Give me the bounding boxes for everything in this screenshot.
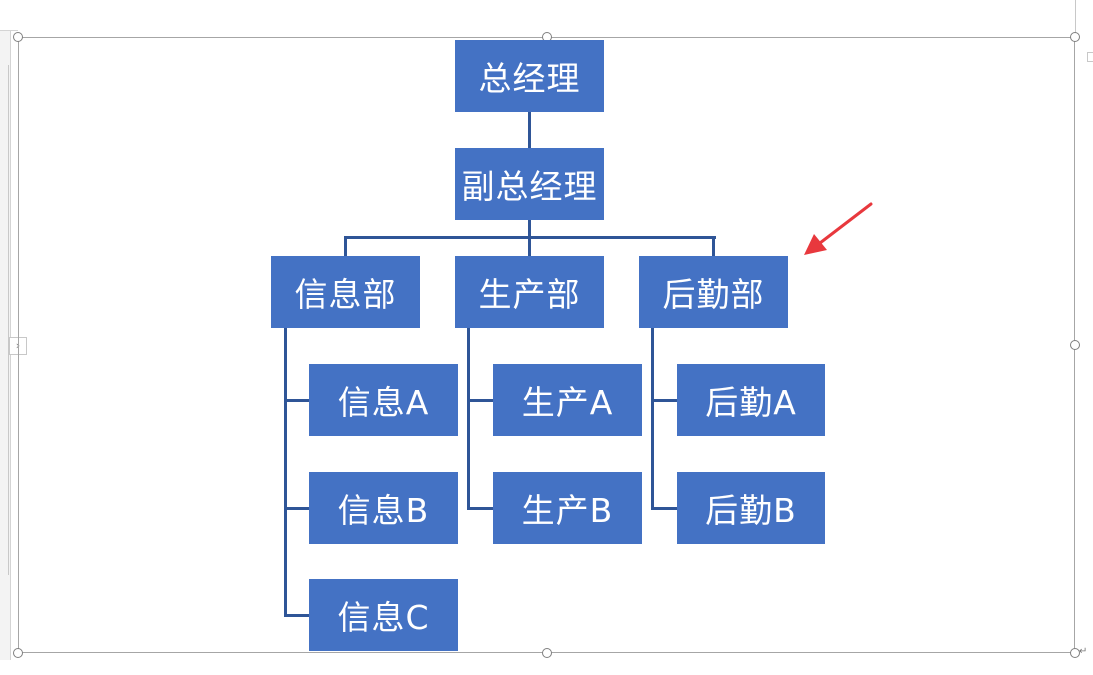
connector-dept2-vertical — [467, 328, 470, 510]
resize-handle-bottom-left[interactable] — [13, 648, 23, 658]
layout-options-icon[interactable] — [1087, 52, 1093, 62]
connector-dept2-member1 — [467, 399, 493, 402]
connector-dept2-member2 — [467, 507, 493, 510]
connector-dept1-member1 — [284, 399, 309, 402]
node-department-production[interactable]: 生产部 — [455, 256, 604, 328]
resize-handle-top-right[interactable] — [1070, 32, 1080, 42]
connector-dept1-member2 — [284, 507, 309, 510]
page-edge-top — [0, 30, 18, 31]
pane-divider — [8, 65, 9, 575]
paragraph-mark: ↵ — [1079, 646, 1088, 657]
connector-dept1-vertical — [284, 328, 287, 617]
node-member-info-c[interactable]: 信息C — [309, 579, 458, 651]
smartart-frame[interactable] — [18, 37, 1075, 653]
node-general-manager[interactable]: 总经理 — [455, 40, 604, 112]
node-deputy-general-manager[interactable]: 副总经理 — [455, 148, 604, 220]
resize-handle-top-left[interactable] — [13, 32, 23, 42]
page-margin-line — [1075, 0, 1076, 40]
node-member-info-a[interactable]: 信息A — [309, 364, 458, 436]
resize-handle-right[interactable] — [1070, 340, 1080, 350]
node-member-production-a[interactable]: 生产A — [493, 364, 642, 436]
node-department-logistics[interactable]: 后勤部 — [639, 256, 788, 328]
resize-handle-bottom-right[interactable] — [1070, 648, 1080, 658]
connector-dept1-member3 — [284, 614, 309, 617]
connector-top-to-deputy — [528, 112, 531, 148]
node-member-info-b[interactable]: 信息B — [309, 472, 458, 544]
annotation-arrow-icon — [804, 202, 873, 255]
node-member-production-b[interactable]: 生产B — [493, 472, 642, 544]
node-department-info[interactable]: 信息部 — [271, 256, 420, 328]
connector-dept2-drop — [528, 236, 531, 256]
connector-deputy-down — [528, 220, 531, 238]
connector-dept3-vertical — [651, 328, 654, 510]
connector-dept3-drop — [712, 236, 715, 256]
connector-dept3-member1 — [651, 399, 677, 402]
resize-handle-bottom[interactable] — [542, 648, 552, 658]
connector-dept3-member2 — [651, 507, 677, 510]
node-member-logistics-a[interactable]: 后勤A — [677, 364, 825, 436]
node-member-logistics-b[interactable]: 后勤B — [677, 472, 825, 544]
connector-dept1-drop — [344, 236, 347, 256]
